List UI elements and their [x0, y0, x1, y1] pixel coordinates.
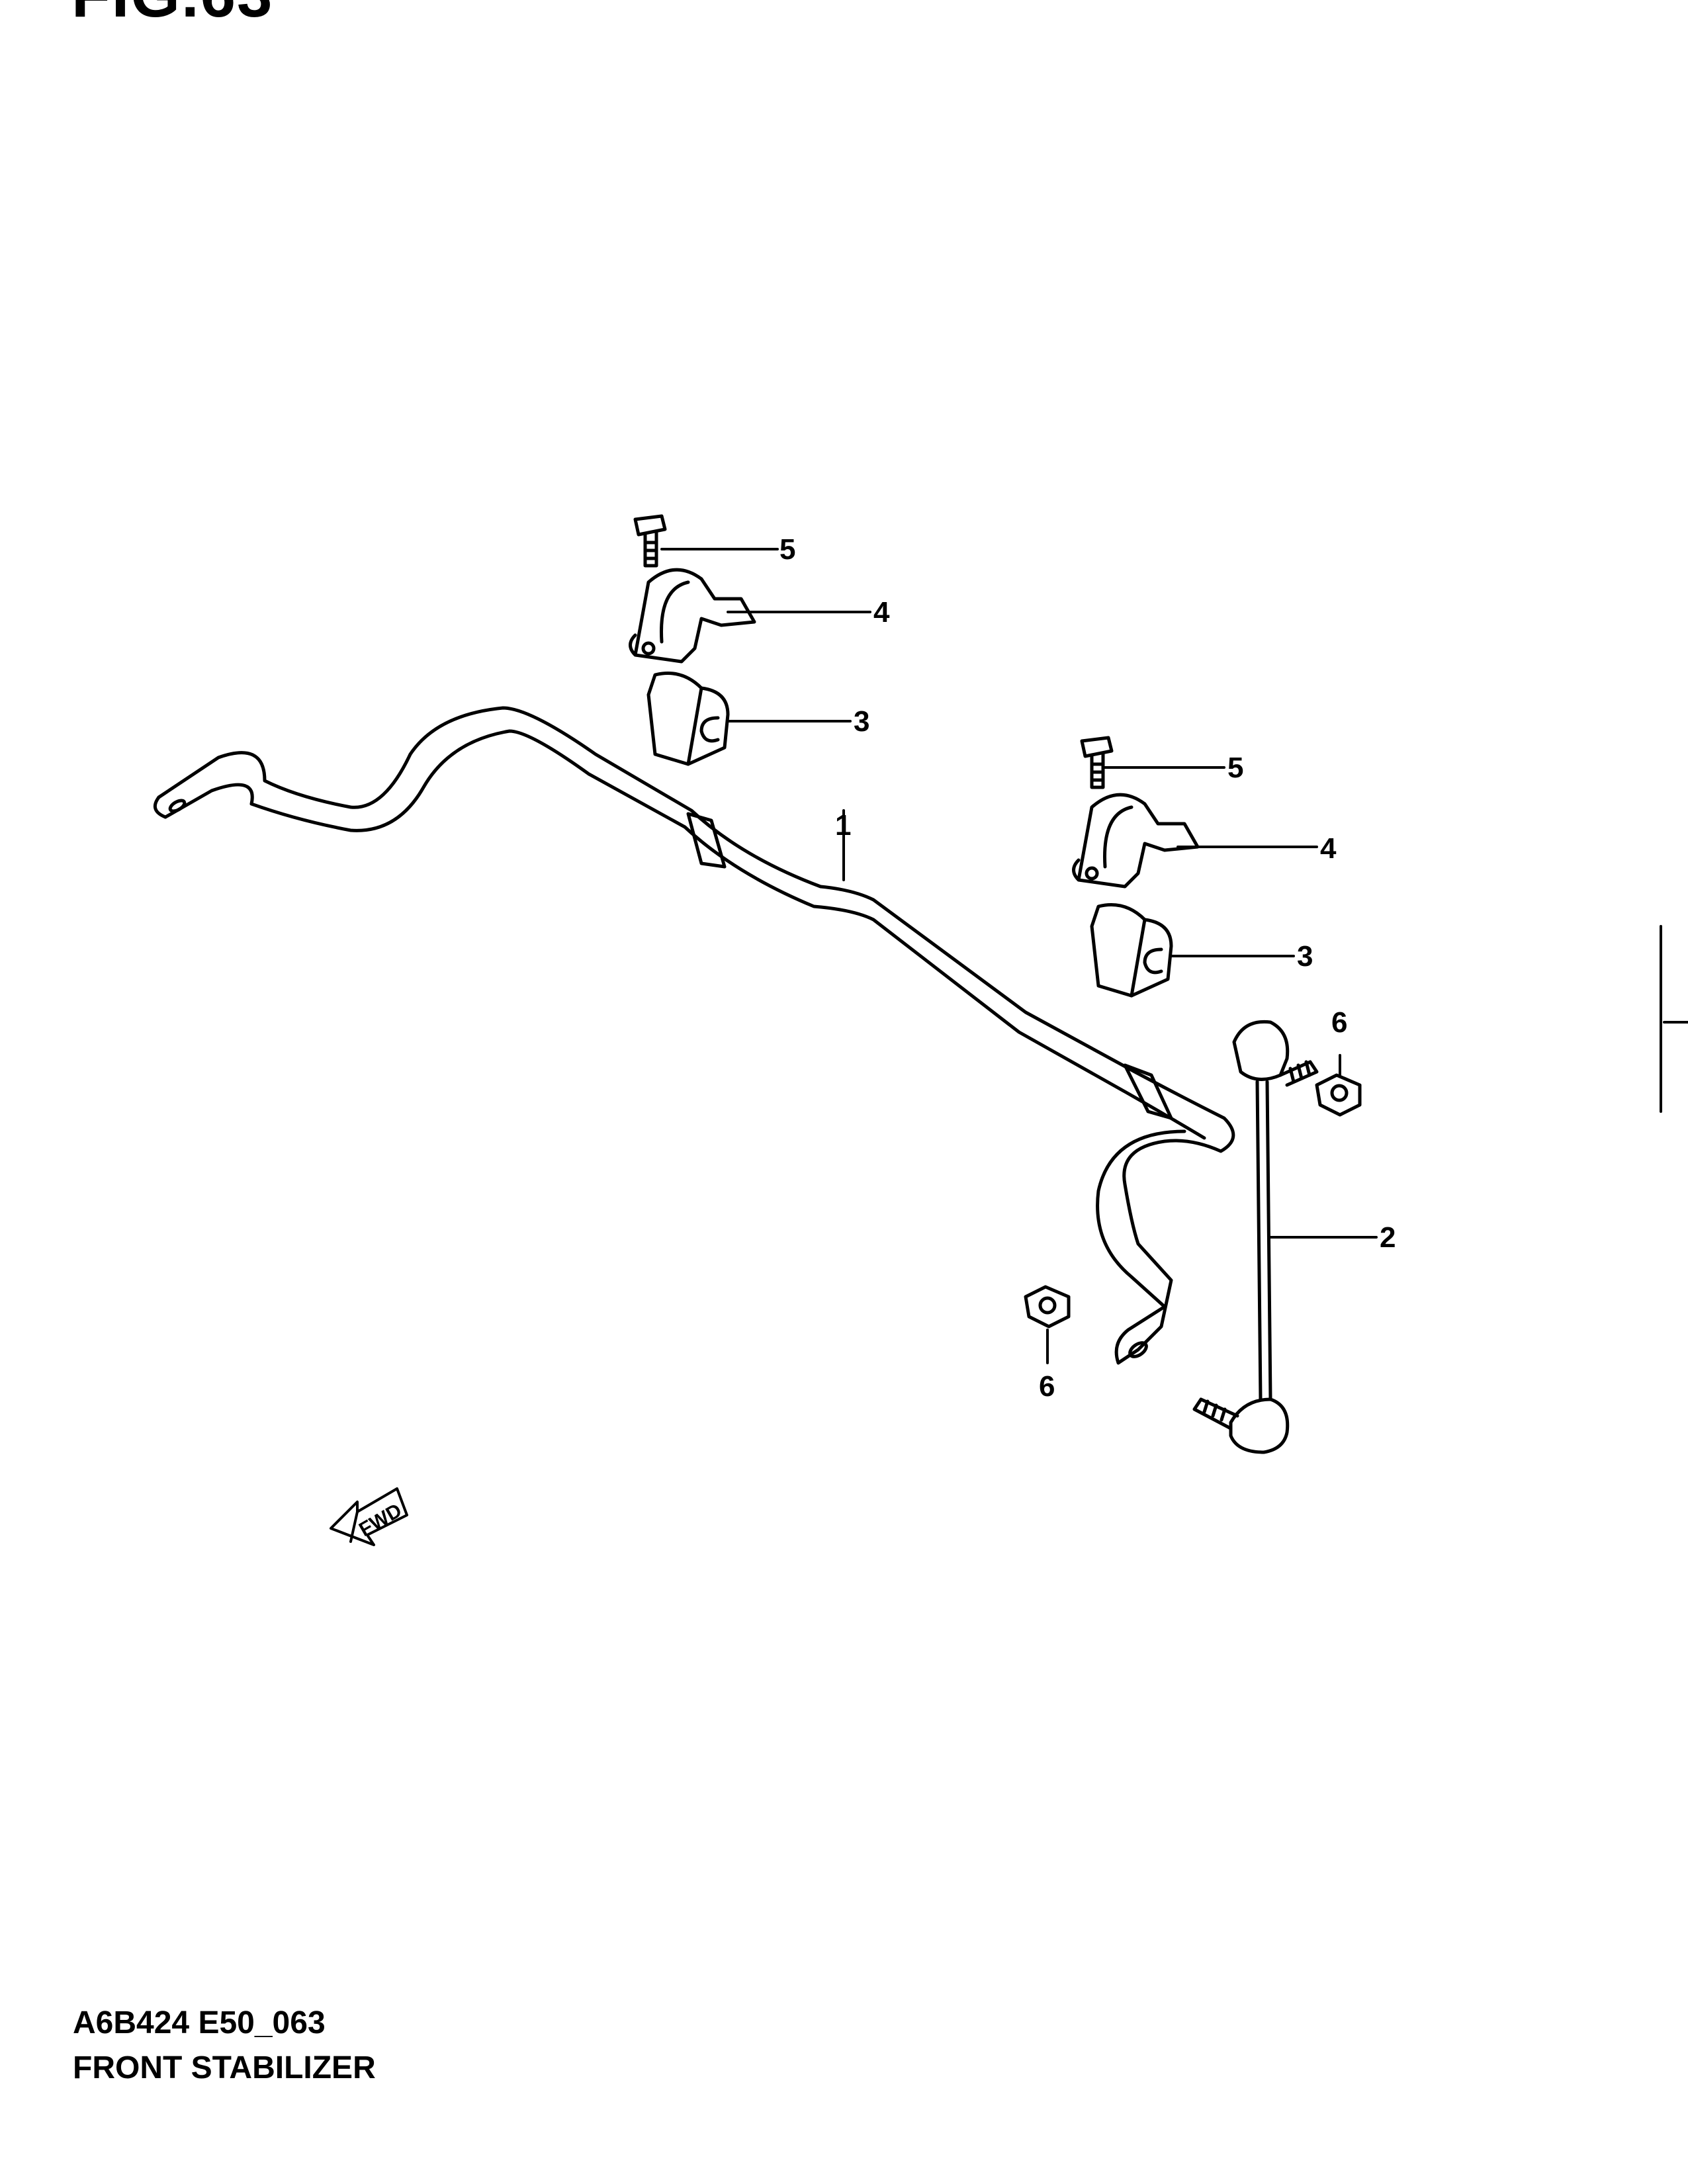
bracket-lower: [1072, 793, 1200, 889]
stabilizer-bar: [153, 706, 1235, 1365]
callout-4-upper: 4: [873, 596, 890, 629]
leader-lines: [660, 548, 1688, 1364]
fwd-arrow: [330, 1487, 408, 1546]
callout-5-lower: 5: [1227, 752, 1243, 784]
fwd-label: FWD: [355, 1499, 406, 1541]
callout-3-upper: 3: [854, 705, 869, 738]
bolt-upper: [633, 514, 667, 568]
callout-3-lower: 3: [1297, 940, 1313, 973]
nut-right: [1315, 1073, 1362, 1117]
bolt-lower: [1080, 736, 1114, 789]
figure-code: A6B424 E50_063: [73, 2005, 326, 2040]
bushing-upper: [646, 672, 730, 766]
callout-4-lower: 4: [1320, 832, 1337, 865]
figure-name: FRONT STABILIZER: [73, 2050, 376, 2085]
bracket-upper: [629, 568, 756, 664]
figure-title: FIG.63: [71, 0, 273, 32]
callout-2: 2: [1380, 1221, 1396, 1254]
callout-6-left: 6: [1039, 1370, 1055, 1403]
bushing-lower: [1090, 903, 1173, 998]
callout-1: 1: [835, 809, 851, 842]
stabilizer-link: [1192, 1020, 1319, 1454]
callout-5-upper: 5: [779, 533, 795, 566]
nut-left: [1024, 1285, 1071, 1329]
callout-6-right: 6: [1331, 1006, 1347, 1039]
